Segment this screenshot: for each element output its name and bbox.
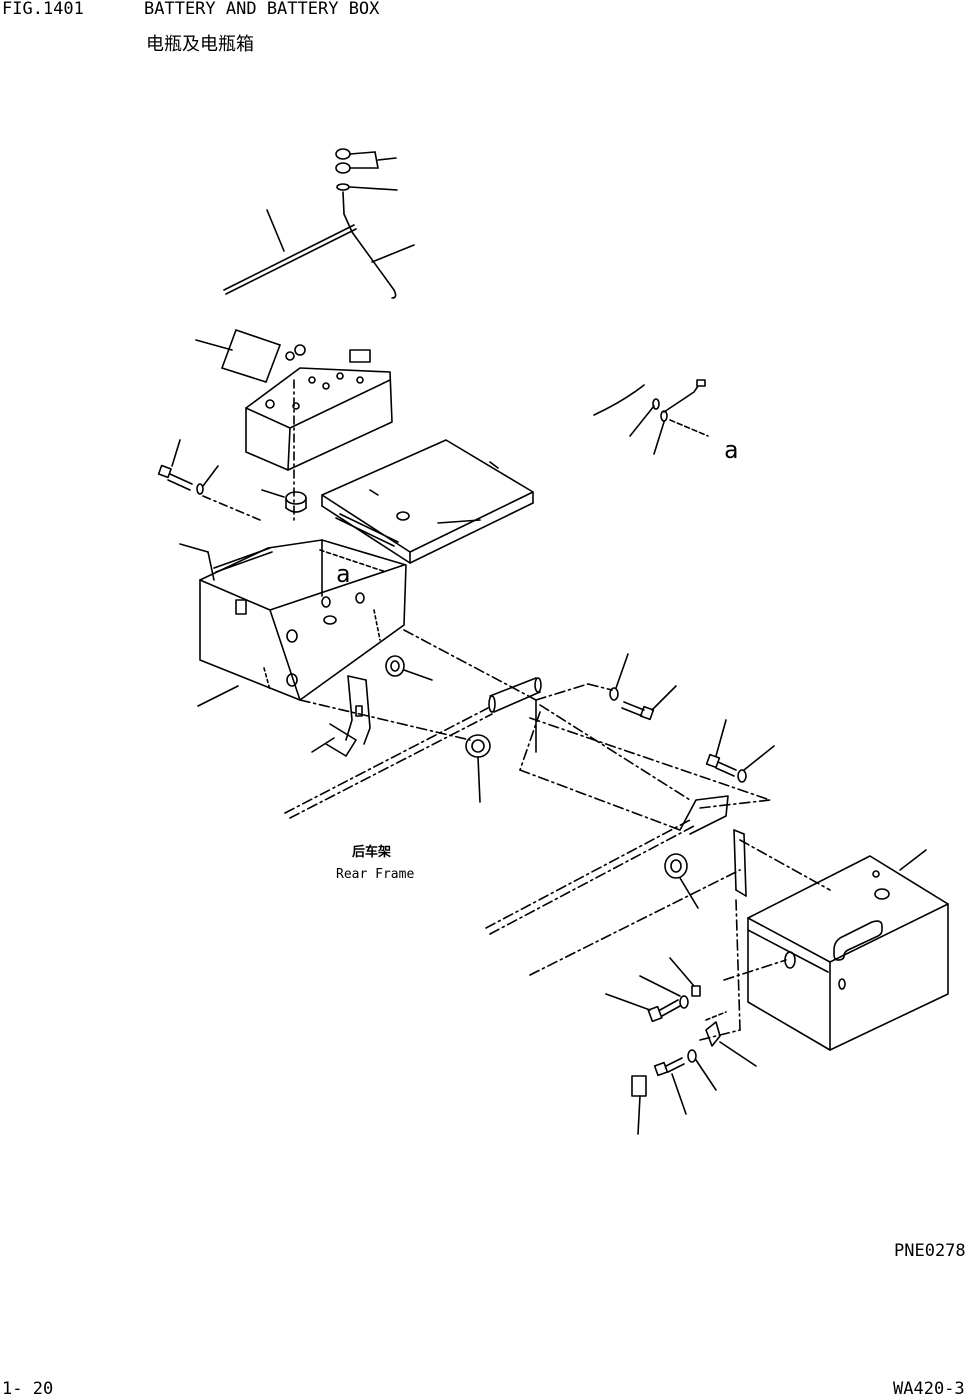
battery bbox=[196, 330, 392, 520]
figure-title-chinese: 电瓶及电瓶箱 bbox=[146, 34, 254, 55]
rear-frame-label: Rear Frame bbox=[336, 867, 415, 882]
vent-cap bbox=[262, 490, 306, 512]
left-bolt bbox=[159, 440, 260, 520]
battery-tray bbox=[322, 440, 533, 563]
frame-pipe bbox=[489, 678, 541, 752]
grommet-center bbox=[466, 735, 490, 802]
battery-box-cover bbox=[748, 850, 948, 1050]
mounting-bracket bbox=[312, 676, 370, 756]
page-number: 1- 20 bbox=[2, 1379, 54, 1399]
battery-box bbox=[180, 540, 406, 706]
model-code: WA420-3 bbox=[893, 1379, 965, 1399]
frame-bracket bbox=[680, 796, 746, 896]
figure-title: BATTERY AND BATTERY BOX bbox=[144, 0, 380, 19]
grommet-left bbox=[386, 656, 432, 680]
rear-frame bbox=[285, 630, 830, 1040]
drawing-code: PNE0278 bbox=[894, 1241, 966, 1261]
middle-bolt bbox=[610, 654, 676, 719]
grommet-right bbox=[665, 854, 698, 908]
hold-down-hardware bbox=[224, 149, 414, 298]
rear-frame-label-chinese: 后车架 bbox=[352, 845, 392, 860]
reference-label-a-left: a bbox=[336, 560, 351, 588]
right-bolt-upper bbox=[707, 720, 774, 782]
ground-cable bbox=[594, 380, 708, 454]
figure-number: FIG.1401 bbox=[2, 0, 84, 19]
lower-bolts bbox=[606, 958, 756, 1134]
reference-label-a-right: a bbox=[724, 436, 739, 464]
